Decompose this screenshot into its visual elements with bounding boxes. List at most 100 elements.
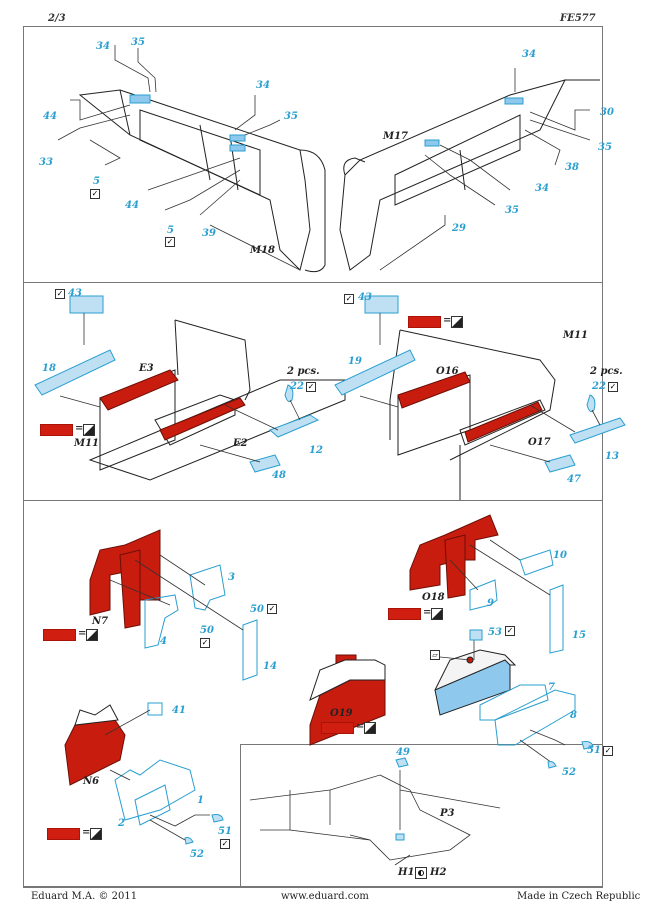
part-number: 51 bbox=[587, 745, 601, 756]
assembly-label: H1 bbox=[398, 867, 415, 878]
paint-legend: = bbox=[321, 721, 377, 734]
part-number: 22 bbox=[592, 381, 606, 392]
quantity-note: 2 pcs. bbox=[590, 366, 623, 377]
part-number: 8 bbox=[570, 710, 577, 721]
part-number: 4 bbox=[160, 636, 167, 647]
part-number: 30 bbox=[600, 107, 614, 118]
copyright: Eduard M.A. © 2011 bbox=[31, 891, 138, 902]
check-box-icon[interactable]: ✓ bbox=[344, 294, 354, 304]
quantity-note: 2 pcs. bbox=[287, 366, 320, 377]
paint-reference-icon bbox=[431, 608, 443, 620]
check-box-icon[interactable]: ✓ bbox=[200, 638, 210, 648]
part-number: 48 bbox=[272, 470, 286, 481]
assembly-label: E2 bbox=[233, 438, 248, 449]
part-number: 52 bbox=[190, 849, 204, 860]
part-number: 1 bbox=[197, 795, 204, 806]
part-number: 19 bbox=[348, 356, 362, 367]
assembly-label: O19 bbox=[330, 708, 353, 719]
part-number: 39 bbox=[202, 228, 216, 239]
part-number: 44 bbox=[43, 111, 57, 122]
part-number: 35 bbox=[505, 205, 519, 216]
paint-legend: = bbox=[408, 315, 464, 328]
origin-note: Made in Czech Republic bbox=[517, 891, 641, 902]
kit-code: FE577 bbox=[560, 13, 596, 24]
assembly-label: P3 bbox=[440, 808, 455, 819]
footer-divider bbox=[23, 886, 603, 887]
inset-border-top bbox=[240, 744, 603, 745]
red-swatch bbox=[408, 316, 441, 328]
part-number: 43 bbox=[358, 292, 372, 303]
part-number: 49 bbox=[396, 747, 410, 758]
part-number: 35 bbox=[131, 37, 145, 48]
check-box-icon[interactable]: ✓ bbox=[306, 382, 316, 392]
red-swatch bbox=[321, 722, 354, 734]
part-number: 50 bbox=[200, 625, 214, 636]
part-number: 29 bbox=[452, 223, 466, 234]
part-number: 15 bbox=[572, 630, 586, 641]
part-number: 34 bbox=[96, 41, 110, 52]
bend-icon: ▱ bbox=[430, 650, 440, 660]
assembly-label: O16 bbox=[436, 366, 459, 377]
part-number: 38 bbox=[565, 162, 579, 173]
assembly-label: M18 bbox=[250, 245, 275, 256]
paint-reference-icon bbox=[451, 316, 463, 328]
paint-reference-icon bbox=[86, 629, 98, 641]
paint-legend: = bbox=[47, 827, 103, 840]
check-box-icon[interactable]: ✓ bbox=[165, 237, 175, 247]
part-number: 52 bbox=[562, 767, 576, 778]
check-box-icon[interactable]: ✓ bbox=[220, 839, 230, 849]
part-number: 47 bbox=[567, 474, 581, 485]
part-number: 43 bbox=[68, 288, 82, 299]
assembly-label: N6 bbox=[83, 776, 100, 787]
part-number: 35 bbox=[598, 142, 612, 153]
page-number: 2/3 bbox=[48, 13, 66, 24]
check-box-icon[interactable]: ✓ bbox=[608, 382, 618, 392]
paint-reference-icon bbox=[364, 722, 376, 734]
paint-legend: = bbox=[40, 423, 96, 436]
assembly-label: N7 bbox=[92, 616, 109, 627]
part-number: 53 bbox=[488, 627, 502, 638]
red-swatch bbox=[40, 424, 73, 436]
part-number: 44 bbox=[125, 200, 139, 211]
part-number: 13 bbox=[605, 451, 619, 462]
part-number: 51 bbox=[218, 826, 232, 837]
part-number: 34 bbox=[522, 49, 536, 60]
instruction-frame bbox=[23, 26, 603, 888]
red-swatch bbox=[388, 608, 421, 620]
paint-legend: = bbox=[388, 607, 444, 620]
part-number: 12 bbox=[309, 445, 323, 456]
part-number: 41 bbox=[172, 705, 186, 716]
part-number: 5 bbox=[93, 176, 100, 187]
paint-reference-icon bbox=[83, 424, 95, 436]
part-number: 7 bbox=[548, 682, 555, 693]
assembly-label: M11 bbox=[74, 438, 99, 449]
check-box-icon[interactable]: ✓ bbox=[505, 626, 515, 636]
part-number: 22 bbox=[290, 381, 304, 392]
check-box-icon[interactable]: ✓ bbox=[603, 746, 613, 756]
part-number: 9 bbox=[487, 598, 494, 609]
website-link[interactable]: www.eduard.com bbox=[281, 891, 369, 902]
check-box-icon[interactable]: ✓ bbox=[55, 289, 65, 299]
check-box-icon[interactable]: ✓ bbox=[90, 189, 100, 199]
part-number: 33 bbox=[39, 157, 53, 168]
assembly-label: H2 bbox=[430, 867, 447, 878]
assembly-label: O17 bbox=[528, 437, 551, 448]
part-number: 50 bbox=[250, 604, 264, 615]
assembly-label: O18 bbox=[422, 592, 445, 603]
part-number: 10 bbox=[553, 550, 567, 561]
section-divider bbox=[23, 282, 603, 283]
fold-icon bbox=[415, 867, 427, 879]
red-swatch bbox=[43, 629, 76, 641]
assembly-label: M17 bbox=[383, 131, 408, 142]
part-number: 2 bbox=[118, 818, 125, 829]
paint-reference-icon bbox=[90, 828, 102, 840]
assembly-label: E3 bbox=[139, 363, 154, 374]
check-box-icon[interactable]: ✓ bbox=[267, 604, 277, 614]
assembly-label: M11 bbox=[563, 330, 588, 341]
paint-legend: = bbox=[43, 628, 99, 641]
part-number: 14 bbox=[263, 661, 277, 672]
left-door-drawing bbox=[78, 89, 326, 273]
part-number: 34 bbox=[535, 183, 549, 194]
inset-border-left bbox=[240, 744, 241, 886]
